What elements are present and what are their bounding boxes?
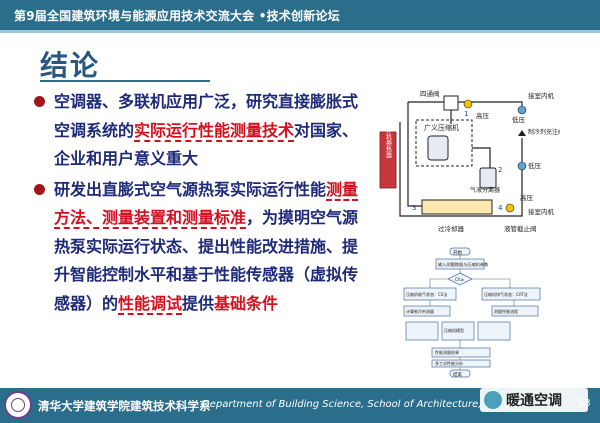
four-way-valve-icon [443,95,459,111]
flow-input-label: 输入测量数据与压缩机参数 [438,261,489,268]
four-way-valve-label: 四通阀 [420,89,440,98]
bullet-item: 空调器、多联机应用广泛，研究直接膨胀式空调系统的实际运行性能测量技术对国家、企业… [30,88,360,174]
refrigerant-valve-icon [518,130,526,136]
slide-title: 结论 [40,49,101,82]
flow-discharge-label: 压缩机排气状态：CAT法 [484,291,528,297]
institution-chinese: 清华大学建筑学院建筑技术科学系 [38,399,211,413]
page-number: 53 [578,398,591,409]
bullet-text-plain: 对国家、企业和用户意义重大 [54,120,359,169]
watermark-text: 暖通空调 [506,393,562,409]
flow-end-label: 结束 [453,371,462,378]
bullet-dot-icon [34,183,45,195]
header-divider [0,30,600,33]
subcooler-label: 过冷却器 [438,224,465,233]
header-bar [0,0,600,30]
bullet-dot-icon [34,96,45,107]
compressor-label: 广义压缩机 [424,123,459,132]
low-pressure-sensor-right-icon [517,161,527,171]
compressor-boundary [415,119,473,167]
low-pressure-sensor-icon [517,105,527,115]
bullet-text-highlight: 性能调试 [118,293,183,315]
title-underline [40,80,210,82]
flow-start-label: 开始 [453,249,462,256]
to-indoor-bottom-label: 接室内机 [528,207,555,216]
outdoor-hx-block [379,131,397,189]
outdoor-hx-label: 室外机换热器 [385,121,392,159]
point-2-label: 2 [498,166,502,174]
bullet-text-plain: 研发出直膨式空气源热泵实际运行性能 [54,179,327,199]
to-indoor-top-label: 接室内机 [528,91,555,100]
flow-refrigerant-flow-label: 计算制冷剂流量 [406,308,434,314]
flow-result-label: 性能测量结果 [435,349,459,355]
high-pressure-sensor-bottom-icon [505,203,515,213]
flow-suction-label: 压缩机吸气状态：CS法 [406,291,447,297]
bullet-text-highlight: 测量方法、测量装置和测量标准 [54,179,359,229]
point-1-label: 1 [464,110,468,118]
gas-liquid-separator-icon [479,167,497,189]
flow-model-label: 压缩机模型 [444,327,464,333]
bullet-text-red: 基础条件 [214,293,279,313]
flow-decision-label: Ch≥ [455,277,465,282]
compressor-icon [427,135,449,161]
bullet-list: 空调器、多联机应用广泛，研究直接膨胀式空调系统的实际运行性能测量技术对国家、企业… [30,88,360,318]
tsinghua-logo-icon [4,391,32,419]
bullet-text-plain: 空调器、多联机应用广泛，研究直接膨胀式空调系统的 [54,92,359,140]
point-4-label: 4 [498,204,503,212]
heat-pump-schematic: 室外机换热器 广义压缩机 四通阀 高压 1 气液分离器 2 过冷却器 3 低压 … [372,88,560,246]
flow-analysis-label: 多工况性能分析 [435,360,463,366]
subcooler-icon [421,199,493,215]
high-pressure-bottom-label: 高压 [520,193,534,202]
bullet-item: 研发出直膨式空气源热泵实际运行性能测量方法、测量装置和测量标准，为摸明空气源热泵… [30,176,360,319]
refrigerant-valve-label: 制冷剂充注阀 [528,128,560,136]
gas-liquid-sep-label: 气液分离器 [470,186,500,194]
bullet-text-plain: 提供 [182,293,215,313]
institution-english: Department of Building Science, School o… [202,399,527,410]
low-pressure-right-label: 低压 [528,161,542,170]
high-pressure-label: 高压 [476,111,490,120]
bullet-text-plain: ，为摸明空气源热泵实际运行状态、提出性能改进措施、提升智能控制水平和基于性能传感… [54,208,359,313]
point-3-label: 3 [412,204,416,212]
liquid-valve-label: 液管截止阀 [504,224,537,233]
measurement-flowchart: 开始 输入测量数据与压缩机参数 Ch≥ 压缩机吸气状态：CS法 压缩机排气状态：… [402,246,544,378]
wechat-logo-icon [484,391,502,409]
bullet-text-highlight: 实际运行性能测量技术 [134,120,295,142]
conference-title: 第9届全国建筑环境与能源应用技术交流大会 •技术创新论坛 [14,9,340,23]
high-pressure-sensor-icon [463,99,473,109]
flow-measure-label: 测量性能流程 [494,308,518,314]
low-pressure-top-label: 低压 [512,115,526,124]
